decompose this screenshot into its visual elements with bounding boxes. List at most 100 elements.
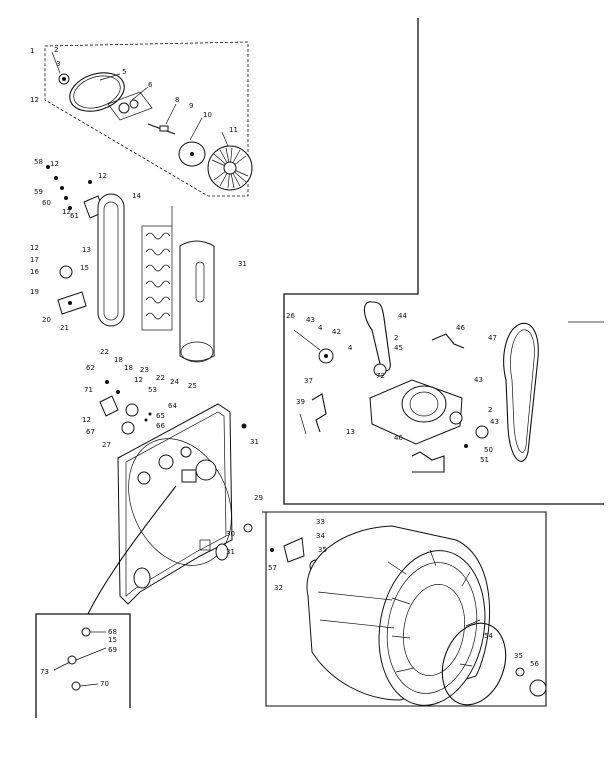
- drum-group: 29 33 34 35 57 32 54 35 56 31: [254, 494, 547, 707]
- callout-71: 71: [84, 386, 93, 394]
- callout-44: 44: [398, 312, 407, 320]
- callout-8: 8: [175, 96, 179, 104]
- callout-53: 53: [148, 386, 157, 394]
- part-drum-seal: [441, 622, 507, 706]
- callout-2: 2: [54, 46, 58, 54]
- part-motor-mount-bottom: [411, 451, 445, 473]
- part-bulkhead-bracket: [181, 469, 197, 483]
- callout-5: 5: [122, 68, 126, 76]
- callout-22b: 22: [156, 374, 165, 382]
- part-motor-clip-top: [431, 333, 465, 349]
- callout-30: 30: [226, 530, 235, 538]
- callout-37: 37: [304, 377, 313, 385]
- callout-35b: 35: [514, 652, 523, 660]
- callout-23: 23: [140, 366, 149, 374]
- callout-45: 45: [394, 344, 403, 352]
- callout-58: 58: [34, 158, 43, 166]
- callout-12d: 12: [98, 172, 107, 180]
- callout-61: 61: [70, 212, 79, 220]
- callout-32: 32: [274, 584, 283, 592]
- callout-12g: 12: [82, 416, 91, 424]
- callout-62: 62: [86, 364, 95, 372]
- callout-43a: 43: [306, 316, 315, 324]
- part-drum-belt: [503, 322, 539, 462]
- callout-10: 10: [203, 111, 212, 119]
- callout-31c: 31: [226, 548, 235, 556]
- part-thermostat-a: [59, 265, 73, 279]
- callout-4a: 4: [318, 324, 323, 332]
- part-drum-washer: [515, 667, 525, 677]
- callout-24: 24: [170, 378, 179, 386]
- callout-31b: 31: [250, 438, 259, 446]
- callout-22a: 22: [100, 348, 109, 356]
- callout-51: 51: [480, 456, 489, 464]
- callout-12c: 12: [62, 208, 71, 216]
- part-switch-washer: [121, 421, 135, 435]
- part-idler-arm: [311, 393, 327, 433]
- callout-15a: 15: [80, 264, 89, 272]
- wiring-inset-group: 68 15 69 73 70: [35, 613, 131, 718]
- callout-65: 65: [156, 412, 165, 420]
- part-switch-knob: [125, 403, 139, 417]
- blower-group-frame: [44, 41, 249, 197]
- callout-46b: 46: [394, 434, 403, 442]
- callout-19: 19: [30, 288, 39, 296]
- callout-57: 57: [268, 564, 277, 572]
- drum-baffles: [387, 549, 481, 673]
- callout-72: 72: [376, 372, 385, 380]
- callout-43b: 43: [474, 376, 483, 384]
- part-heating-element: [141, 206, 173, 331]
- callout-18b: 18: [124, 364, 133, 372]
- motor-belt-group: 26 43 4 42 4 44 2 45 46 47 37 72 43 39 1…: [283, 18, 604, 505]
- callout-46a: 46: [456, 324, 465, 332]
- callout-39: 39: [296, 398, 305, 406]
- callout-11: 11: [229, 126, 238, 134]
- part-ring-gasket-inner: [73, 75, 121, 109]
- part-drum-bearing-bracket: [283, 537, 305, 563]
- part-motor-shaft-end: [449, 411, 463, 425]
- part-blower-coupling: [475, 425, 489, 439]
- part-blower-washer-hole: [190, 152, 194, 156]
- part-bearing-a: [118, 102, 130, 114]
- callout-1: 1: [30, 47, 34, 55]
- part-ring-gasket: [69, 72, 125, 112]
- callout-12b: 12: [50, 160, 59, 168]
- callout-56: 56: [530, 660, 539, 668]
- callout-16: 16: [30, 268, 39, 276]
- part-bearing-plate: [107, 91, 153, 121]
- callout-35a: 35: [318, 546, 327, 554]
- callout-69: 69: [108, 646, 117, 654]
- callout-25: 25: [188, 382, 197, 390]
- callout-29: 29: [254, 494, 263, 502]
- callout-50: 50: [484, 446, 493, 454]
- callout-60: 60: [42, 199, 51, 207]
- callout-33: 33: [316, 518, 325, 526]
- part-blower-hub: [223, 161, 237, 175]
- part-heater-housing: [97, 193, 125, 327]
- part-heater-housing-inner: [103, 201, 119, 321]
- callout-66: 66: [156, 422, 165, 430]
- callout-20: 20: [42, 316, 51, 324]
- callout-73: 73: [40, 668, 49, 676]
- part-drive-belt-small: [363, 301, 391, 372]
- callout-12a: 12: [30, 96, 39, 104]
- callout-47: 47: [488, 334, 497, 342]
- callout-15b: 15: [108, 636, 117, 644]
- drum-group-frame: [262, 511, 547, 707]
- callout-54: 54: [484, 632, 493, 640]
- part-motor-pulley: [373, 363, 387, 377]
- part-inset-terminal-a: [81, 627, 91, 637]
- part-drive-motor: [401, 385, 447, 423]
- callout-34: 34: [316, 532, 325, 540]
- part-shaft-collar: [159, 125, 169, 132]
- heater-duct-group: 58 12 59 60 12 61 12 14 12 13 17 15 16 1…: [30, 158, 247, 390]
- callout-26: 26: [286, 312, 295, 320]
- part-bulkhead-opening: [128, 438, 232, 566]
- callout-68: 68: [108, 628, 117, 636]
- part-bearing-b: [129, 99, 139, 109]
- inset-frame: [35, 613, 131, 718]
- callout-64: 64: [168, 402, 177, 410]
- callout-42: 42: [332, 328, 341, 336]
- part-inset-terminal-c: [71, 681, 81, 691]
- callout-2c: 2: [488, 406, 492, 414]
